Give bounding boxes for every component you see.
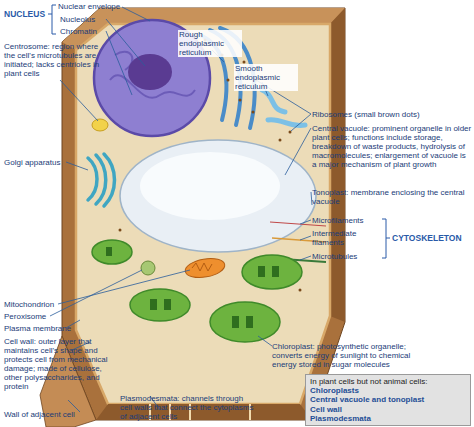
central-vacuole xyxy=(120,140,316,252)
part-label: Plasmodesmata: channels through cell wal… xyxy=(120,394,256,421)
chloroplast xyxy=(242,255,302,289)
cristae xyxy=(192,263,212,271)
granum xyxy=(150,299,157,310)
bracket xyxy=(48,5,56,34)
part-label: Microtubules xyxy=(312,252,382,261)
part-label: Cell wall: outer layer that maintains ce… xyxy=(4,337,120,391)
peroxisome xyxy=(141,261,155,275)
ribosome xyxy=(119,229,122,232)
box-item: Central vacuole and tonoplast xyxy=(310,395,466,404)
chloroplast xyxy=(92,240,132,264)
mitochondrion xyxy=(184,256,227,281)
golgi-cisterna xyxy=(104,154,115,206)
ribosome xyxy=(299,289,302,292)
granum xyxy=(258,266,265,277)
ribosome xyxy=(239,99,242,102)
granum xyxy=(106,247,112,256)
grana xyxy=(106,247,279,328)
box-heading: In plant cells but not animal cells: xyxy=(310,377,466,386)
leader-line xyxy=(58,270,190,304)
part-label: Tonoplast: membrane enclosing the centra… xyxy=(312,188,472,206)
vacuole-highlight xyxy=(140,152,280,220)
box-item: Chloroplasts xyxy=(310,386,466,395)
centrosome xyxy=(92,119,108,131)
leader-line xyxy=(291,114,311,131)
part-label: Chloroplast: photosynthetic organelle; c… xyxy=(272,342,422,369)
leader-line xyxy=(311,192,312,205)
golgi-apparatus xyxy=(88,154,115,206)
er-tube xyxy=(268,120,305,126)
granum xyxy=(246,316,253,328)
part-label: Mitochondrion xyxy=(4,300,74,309)
part-label: Central vacuole: prominent organelle in … xyxy=(312,124,472,169)
part-label: Wall of adjacent cell xyxy=(4,410,94,419)
bracket xyxy=(382,219,390,258)
part-label: Chromatin xyxy=(60,27,110,36)
part-label: Microfilaments xyxy=(312,216,382,225)
chloroplasts xyxy=(92,240,302,342)
part-label: Intermediate filaments xyxy=(312,229,376,247)
leader-line xyxy=(300,236,311,240)
ribosome xyxy=(227,79,230,82)
group-label: NUCLEUS xyxy=(4,10,50,19)
part-label: Plasma membrane xyxy=(4,324,74,333)
granum xyxy=(164,299,171,310)
er-tube xyxy=(262,90,285,112)
granum xyxy=(272,266,279,277)
leader-line xyxy=(300,256,311,260)
part-label: Peroxisome xyxy=(4,312,74,321)
note-box: In plant cells but not animal cells:Chlo… xyxy=(305,374,471,426)
part-label: Centrosome: region where the cell's micr… xyxy=(4,42,102,78)
leader-line xyxy=(258,336,272,346)
chloroplast xyxy=(210,302,280,342)
part-label: Ribosomes (small brown dots) xyxy=(312,110,472,119)
leader-line xyxy=(106,19,145,66)
chloroplast xyxy=(130,289,190,321)
part-label: Golgi apparatus xyxy=(4,158,74,167)
golgi-cisterna xyxy=(96,155,106,204)
leader-line xyxy=(285,128,311,175)
part-label: Rough endoplasmic reticulum xyxy=(178,30,242,57)
ribosome xyxy=(279,139,282,142)
part-label: Nuclear envelope xyxy=(58,2,138,11)
leader-line xyxy=(66,162,88,170)
leader-line xyxy=(60,80,98,121)
granum xyxy=(232,316,239,328)
leader-line xyxy=(50,270,142,316)
leader-line xyxy=(106,31,132,95)
box-item: Plasmodesmata xyxy=(310,414,466,423)
leader-line xyxy=(300,220,311,224)
leader-line xyxy=(122,7,150,21)
ribosome xyxy=(252,111,255,114)
smooth-er xyxy=(262,90,305,126)
part-label: Smooth endoplasmic reticulum xyxy=(234,64,298,91)
golgi-cisterna xyxy=(88,158,97,200)
part-label: Nucleolus xyxy=(60,15,110,24)
group-label: CYTOSKELETON xyxy=(392,234,472,243)
nucleolus xyxy=(128,54,172,90)
box-item: Cell wall xyxy=(310,405,466,414)
